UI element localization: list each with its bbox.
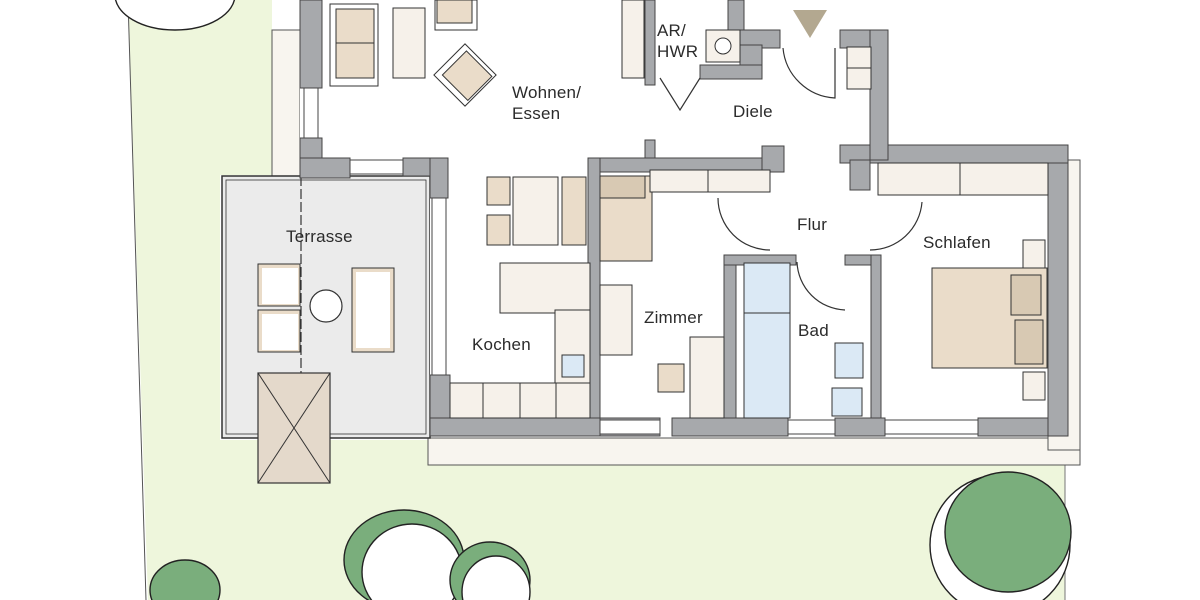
room-label-terrasse: Terrasse	[286, 227, 353, 246]
room-label-flur: Flur	[797, 215, 828, 234]
paving-strip-west	[271, 29, 301, 181]
door-swings	[659, 47, 923, 311]
room-label-ar-hwr: AR/ HWR	[657, 21, 699, 61]
entrance-marker-icon	[793, 10, 827, 38]
paving-strip-south	[427, 437, 1081, 466]
trees	[114, 0, 1072, 600]
room-label-wohnen-essen: Wohnen/ Essen	[512, 83, 582, 123]
room-label-diele: Diele	[733, 102, 773, 121]
windows	[303, 87, 979, 435]
room-label-kochen: Kochen	[472, 335, 531, 354]
terrace	[221, 175, 431, 484]
room-label-schlafen: Schlafen	[923, 233, 991, 252]
room-label-bad: Bad	[798, 321, 829, 340]
room-label-zimmer: Zimmer	[644, 308, 703, 327]
walls	[299, 0, 1069, 437]
furniture	[329, 0, 1049, 419]
